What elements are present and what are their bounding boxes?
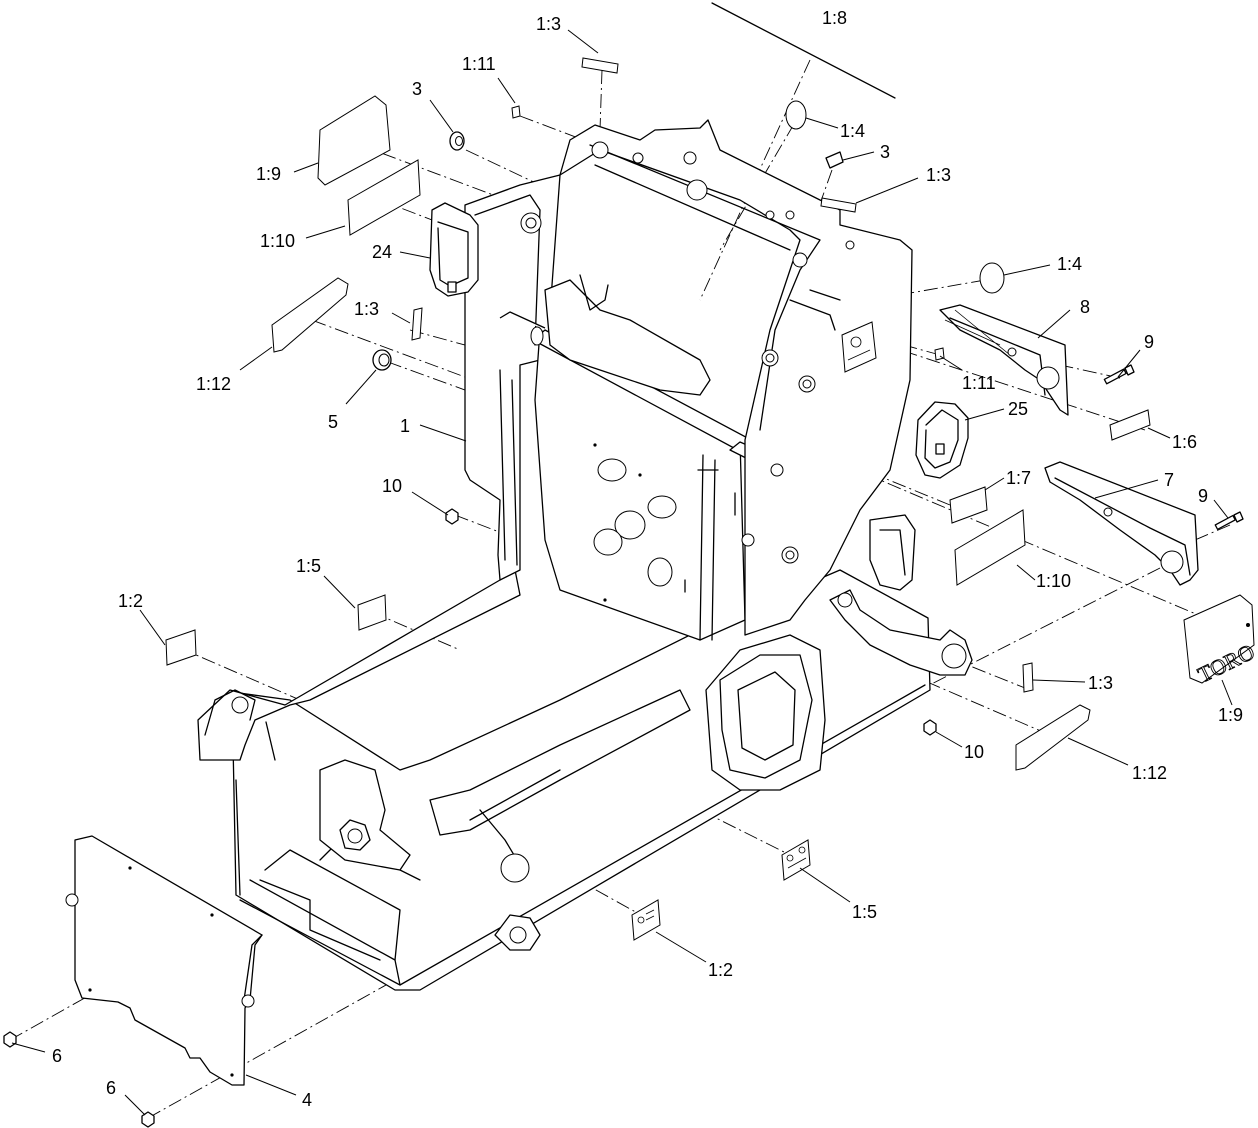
nut-10-left-icon [445, 508, 459, 525]
callout-1-8: 1:8 [822, 8, 847, 28]
callout-3-right: 3 [880, 142, 890, 162]
callout-7: 7 [1164, 470, 1174, 490]
callout-3-left: 3 [412, 79, 422, 99]
decal-1-9-right-toro: TORO [1183, 594, 1258, 688]
callout-9-top: 9 [1144, 332, 1154, 352]
decal-1-5-left [357, 594, 387, 631]
callout-1-3-lower: 1:3 [1088, 673, 1113, 693]
hardware [3, 2, 1244, 1128]
callout-1-4-top: 1:4 [840, 121, 865, 141]
bracket-8 [939, 304, 1069, 416]
callout-1-4-right: 1:4 [1057, 254, 1082, 274]
callout-1-9-left: 1:9 [256, 164, 281, 184]
decal-1-2-left [165, 629, 197, 666]
callout-6-left: 6 [52, 1046, 62, 1066]
callout-1-6: 1:6 [1172, 432, 1197, 452]
callout-1-10-left: 1:10 [260, 231, 295, 251]
callout-10-right: 10 [964, 742, 984, 762]
callout-1: 1 [400, 416, 410, 436]
decal-1-9-left [317, 95, 391, 186]
front-shield-4 [65, 835, 263, 1086]
decals: TORO [165, 57, 1258, 941]
callout-25: 25 [1008, 399, 1028, 419]
callout-9-right: 9 [1198, 486, 1208, 506]
callout-labels: 1:8 1:3 1:11 3 1:9 1:10 24 1:12 1:3 5 1 … [52, 8, 1243, 1110]
decal-1-3-lower [1022, 662, 1034, 693]
bolt-9-top-icon [1103, 364, 1135, 385]
decal-1-3-top [581, 57, 619, 74]
callout-1-3-left: 1:3 [354, 299, 379, 319]
decal-1-4-right [979, 262, 1005, 294]
callout-1-5-bottom: 1:5 [852, 902, 877, 922]
decal-1-10-right [954, 509, 1026, 586]
callout-1-7: 1:7 [1006, 468, 1031, 488]
clip-3-icon [825, 151, 844, 169]
callout-1-11-right: 1:11 [962, 373, 996, 393]
callout-1-2-left: 1:2 [118, 591, 143, 611]
decal-1-10-left [347, 159, 421, 236]
callout-1-3-top: 1:3 [536, 14, 561, 34]
bracket-7 [1044, 461, 1199, 586]
decal-1-4-top [785, 100, 807, 130]
bolt-6-left-icon [3, 1031, 17, 1048]
rod-1-8 [711, 2, 896, 99]
callout-8: 8 [1080, 297, 1090, 317]
callout-1-10-right: 1:10 [1036, 571, 1071, 591]
callout-6-bottom: 6 [106, 1078, 116, 1098]
frame-logo-decal [841, 321, 877, 373]
callout-1-2-bottom: 1:2 [708, 960, 733, 980]
callout-1-9-right: 1:9 [1218, 705, 1243, 725]
decal-1-7 [949, 486, 988, 524]
callout-4: 4 [302, 1090, 312, 1110]
leader-lines [11, 29, 1233, 1116]
decal-1-12-right [1015, 704, 1091, 771]
decal-1-12-left [271, 277, 349, 353]
callout-1-3-right: 1:3 [926, 165, 951, 185]
callout-1-5-left: 1:5 [296, 556, 321, 576]
callout-5: 5 [328, 412, 338, 432]
main-frame [197, 119, 973, 991]
callout-1-12-left: 1:12 [196, 374, 231, 394]
bushing-3-icon [449, 131, 465, 151]
grab-handle-25 [915, 401, 969, 479]
decal-1-11-top [511, 105, 521, 119]
decal-1-5-bottom [781, 839, 811, 881]
bolt-6-bottom-icon [141, 1111, 155, 1128]
callout-24: 24 [372, 242, 392, 262]
bushing-5-icon [372, 349, 392, 371]
bolt-9-right-icon [1214, 511, 1244, 530]
grab-handle-24 [429, 202, 479, 297]
decal-1-6 [1109, 409, 1151, 441]
nut-10-right-icon [923, 719, 937, 736]
decal-1-3-left [411, 307, 423, 341]
callout-1-11-top: 1:11 [462, 54, 496, 74]
decal-1-2-bottom [631, 899, 661, 941]
callout-1-12-right: 1:12 [1132, 763, 1167, 783]
callout-10-left: 10 [382, 476, 402, 496]
decal-1-3-right [820, 197, 857, 213]
